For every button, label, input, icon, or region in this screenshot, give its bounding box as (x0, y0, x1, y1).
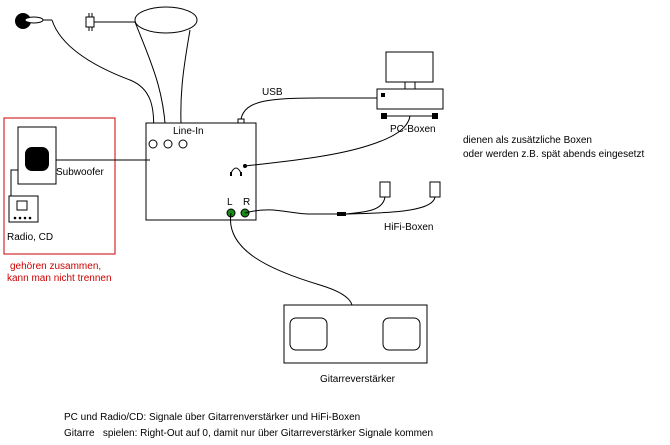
footer-note-line1: PC und Radio/CD: Signale über Gitarrenve… (64, 412, 360, 423)
radio-sub-cable (10, 169, 18, 196)
left-out-label: L (227, 197, 233, 208)
guitar-pickup-icon (134, 6, 198, 34)
stereo-plug-icon (85, 13, 135, 31)
line-in-label: Line-In (173, 126, 204, 137)
pc-boxen-label: PC-Boxen (390, 124, 436, 135)
guitar-amp-label: Gitarreverstärker (320, 374, 396, 385)
headphone-icon (230, 167, 242, 176)
radio-cd-icon (8, 195, 39, 223)
device-group-border (3, 117, 116, 255)
hifi-boxen-label: HiFi-Boxen (384, 222, 433, 233)
footer-note-line2: Gitarre spielen: Right-Out auf 0, damit … (64, 428, 433, 439)
pc-boxen-note-line2: oder werden z.B. spät abends eingesetzt (463, 149, 644, 160)
pc-boxen-note-line1: dienen als zusätzliche Boxen (463, 135, 592, 146)
hifi-speaker-left (379, 181, 391, 198)
pc-speaker-left (381, 113, 387, 119)
line-in-jacks (148, 139, 188, 149)
microphone-icon (15, 13, 52, 29)
usb-port (237, 118, 245, 124)
usb-cable (240, 97, 379, 120)
pc-boxen-cable (244, 115, 411, 167)
usb-label: USB (262, 87, 283, 98)
hifi-speaker-right (429, 181, 441, 198)
hifi-splitter (337, 212, 346, 216)
mic-cable (51, 19, 155, 141)
subwoofer-icon (17, 126, 57, 185)
guitar-amp-icon (283, 304, 428, 364)
hifi-cable (244, 209, 337, 215)
pc-icon (376, 51, 444, 110)
amp-cable (230, 212, 353, 306)
hifi-left-cable (345, 196, 386, 215)
subwoofer-label: Subwoofer (56, 167, 104, 178)
right-out-label: R (243, 197, 250, 208)
radio-cd-label: Radio, CD (7, 232, 53, 243)
group-note-line2: kann man nicht trennen (7, 273, 112, 284)
pc-speaker-right (432, 113, 438, 119)
group-note-line1: gehören zusammen, (10, 261, 101, 272)
plug-cable (134, 21, 167, 141)
hifi-right-cable (345, 196, 436, 215)
audio-interface (145, 122, 257, 221)
